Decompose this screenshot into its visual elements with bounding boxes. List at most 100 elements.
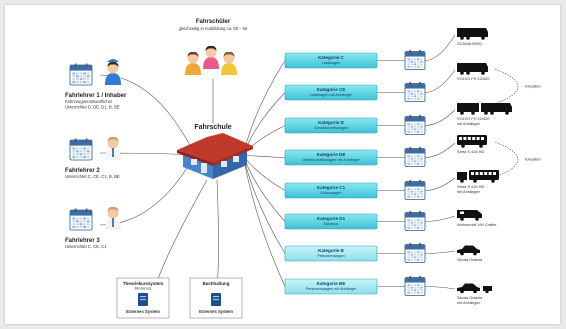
category-subtitle: Motorwagen — [321, 191, 342, 195]
truck-icon — [457, 63, 488, 75]
category-subtitle: Lastwagen mit Anhänger — [310, 93, 353, 97]
connector-line — [154, 179, 208, 289]
vehicle-label: Setra S 415 HD — [457, 184, 484, 189]
compatibility-links: kompatibel kompatibel — [494, 68, 541, 178]
category-subtitle: Personenwagen mit Anhänger — [306, 287, 358, 291]
calendar-icon — [404, 82, 426, 102]
category-subtitle: Kleinbus — [324, 222, 339, 226]
category-box — [284, 149, 378, 166]
calendar-icon — [69, 138, 93, 161]
connector-line — [242, 154, 286, 222]
vehicle-label: VOLVO FH 12/420 — [457, 76, 490, 81]
vehicle-label: mit Anhänger — [457, 300, 481, 305]
connector-lines — [99, 34, 456, 290]
car-trailer-icon — [457, 283, 492, 294]
calendar-icon — [404, 276, 426, 296]
connector-line — [242, 125, 286, 156]
category-name: Kategorie D1 — [317, 216, 346, 221]
instructor-name: Fahrlehrer 3 — [65, 238, 100, 244]
category-subtitle: Personenwagen — [317, 254, 344, 258]
connector-line — [424, 286, 456, 290]
category-name: Kategorie DE — [317, 152, 346, 157]
system-badge: Externes System — [126, 309, 160, 314]
vehicle-label: mit Anhänger — [457, 121, 481, 126]
connector-line — [424, 250, 456, 254]
database-icon — [138, 293, 148, 306]
calendar-icon — [404, 180, 426, 200]
category-name: Kategorie C — [318, 55, 344, 60]
connector-line — [424, 69, 456, 93]
instructor-detail: Unterrichtet C, CE, C1, B, BE — [65, 174, 120, 179]
category-subtitle: Gesellschaftswagen mit Anhänger — [302, 158, 360, 162]
house-icon — [177, 133, 253, 179]
system-title: Theoriekurssystem — [123, 281, 163, 286]
connector-line — [424, 177, 456, 191]
category-name: Kategorie C1 — [317, 185, 346, 190]
people-icon — [185, 45, 237, 75]
category-box — [284, 182, 378, 199]
vehicle-label: mit Anhänger — [457, 189, 481, 194]
calendar-icon — [404, 50, 426, 70]
truck-trailer-icon — [457, 103, 512, 115]
category-name: Kategorie B — [318, 248, 344, 253]
category-box — [284, 117, 378, 134]
category-name: Kategorie D — [318, 120, 344, 125]
instructors-group: Fahrlehrer 1 / InhaberFahrzeugverantwort… — [65, 59, 127, 249]
bus-trailer-icon — [457, 170, 499, 183]
calendar-icon — [69, 208, 93, 231]
system-badge: Externes System — [199, 309, 233, 314]
school-group: Fahrschule — [177, 124, 253, 179]
category-box — [284, 245, 378, 262]
category-box — [284, 278, 378, 295]
category-subtitle: Gesellschaftswagen — [314, 126, 348, 130]
instructor-icon — [105, 59, 121, 85]
vehicle-label: Setra S 415 HD — [457, 149, 484, 154]
students-subtitle: gleichzeitig in Ausbildung ca. 50 – 60 — [179, 26, 248, 31]
connector-line — [216, 179, 219, 289]
category-box — [284, 213, 378, 230]
compat-label: kompatibel — [525, 85, 541, 89]
category-box — [284, 52, 378, 69]
organization-diagram: kompatibel kompatibel Fahrschüler gleichz… — [65, 19, 541, 319]
category-box — [284, 84, 378, 101]
calendar-icon — [404, 243, 426, 263]
vehicle-label: Skoda Octavia — [457, 257, 483, 262]
compat-link-ce — [494, 68, 519, 105]
instructor-name: Fahrlehrer 1 / Inhaber — [65, 93, 127, 99]
instructor-icon — [105, 136, 121, 160]
calendar-icon — [404, 115, 426, 135]
vehicle-label: SCANIA R400 — [457, 41, 482, 46]
students-title: Fahrschüler — [196, 19, 231, 25]
category-name: Kategorie BE — [317, 281, 346, 286]
instructor-detail: Unterrichtet D, DE, D1, B, BE — [65, 105, 120, 110]
calendar-icon — [404, 211, 426, 231]
connector-line — [424, 215, 456, 222]
van-icon — [457, 210, 482, 221]
category-name: Kategorie CE — [317, 87, 346, 92]
connector-line — [424, 109, 456, 126]
connector-line — [424, 142, 456, 158]
instructor-icon — [105, 206, 121, 230]
students-group: Fahrschüler gleichzeitig in Ausbildung c… — [179, 19, 248, 75]
connector-line — [242, 154, 286, 158]
calendar-icon — [69, 63, 93, 86]
diagram-card: kompatibel kompatibel Fahrschüler gleichz… — [5, 5, 560, 324]
vehicle-label: Skoda Octavia — [457, 295, 483, 300]
compat-label: kompatibel — [525, 158, 541, 162]
car-icon — [457, 245, 480, 256]
instructor-detail: Fahrzeugverantwortlicher — [65, 99, 113, 104]
instructor-detail: Unterrichtet C, CE, C1 — [65, 244, 107, 249]
instructor-name: Fahrlehrer 2 — [65, 168, 100, 174]
connector-line — [242, 154, 286, 287]
connector-line — [424, 34, 456, 61]
system-subtitle: MS Access — [135, 287, 152, 291]
school-title: Fahrschule — [194, 124, 231, 131]
compat-link-de — [494, 141, 519, 178]
bus-icon — [457, 135, 487, 148]
calendar-icon — [404, 147, 426, 167]
system-title: Buchhaltung — [203, 281, 230, 286]
vehicle-label: Wohnmobil VW Crafter — [457, 222, 497, 227]
